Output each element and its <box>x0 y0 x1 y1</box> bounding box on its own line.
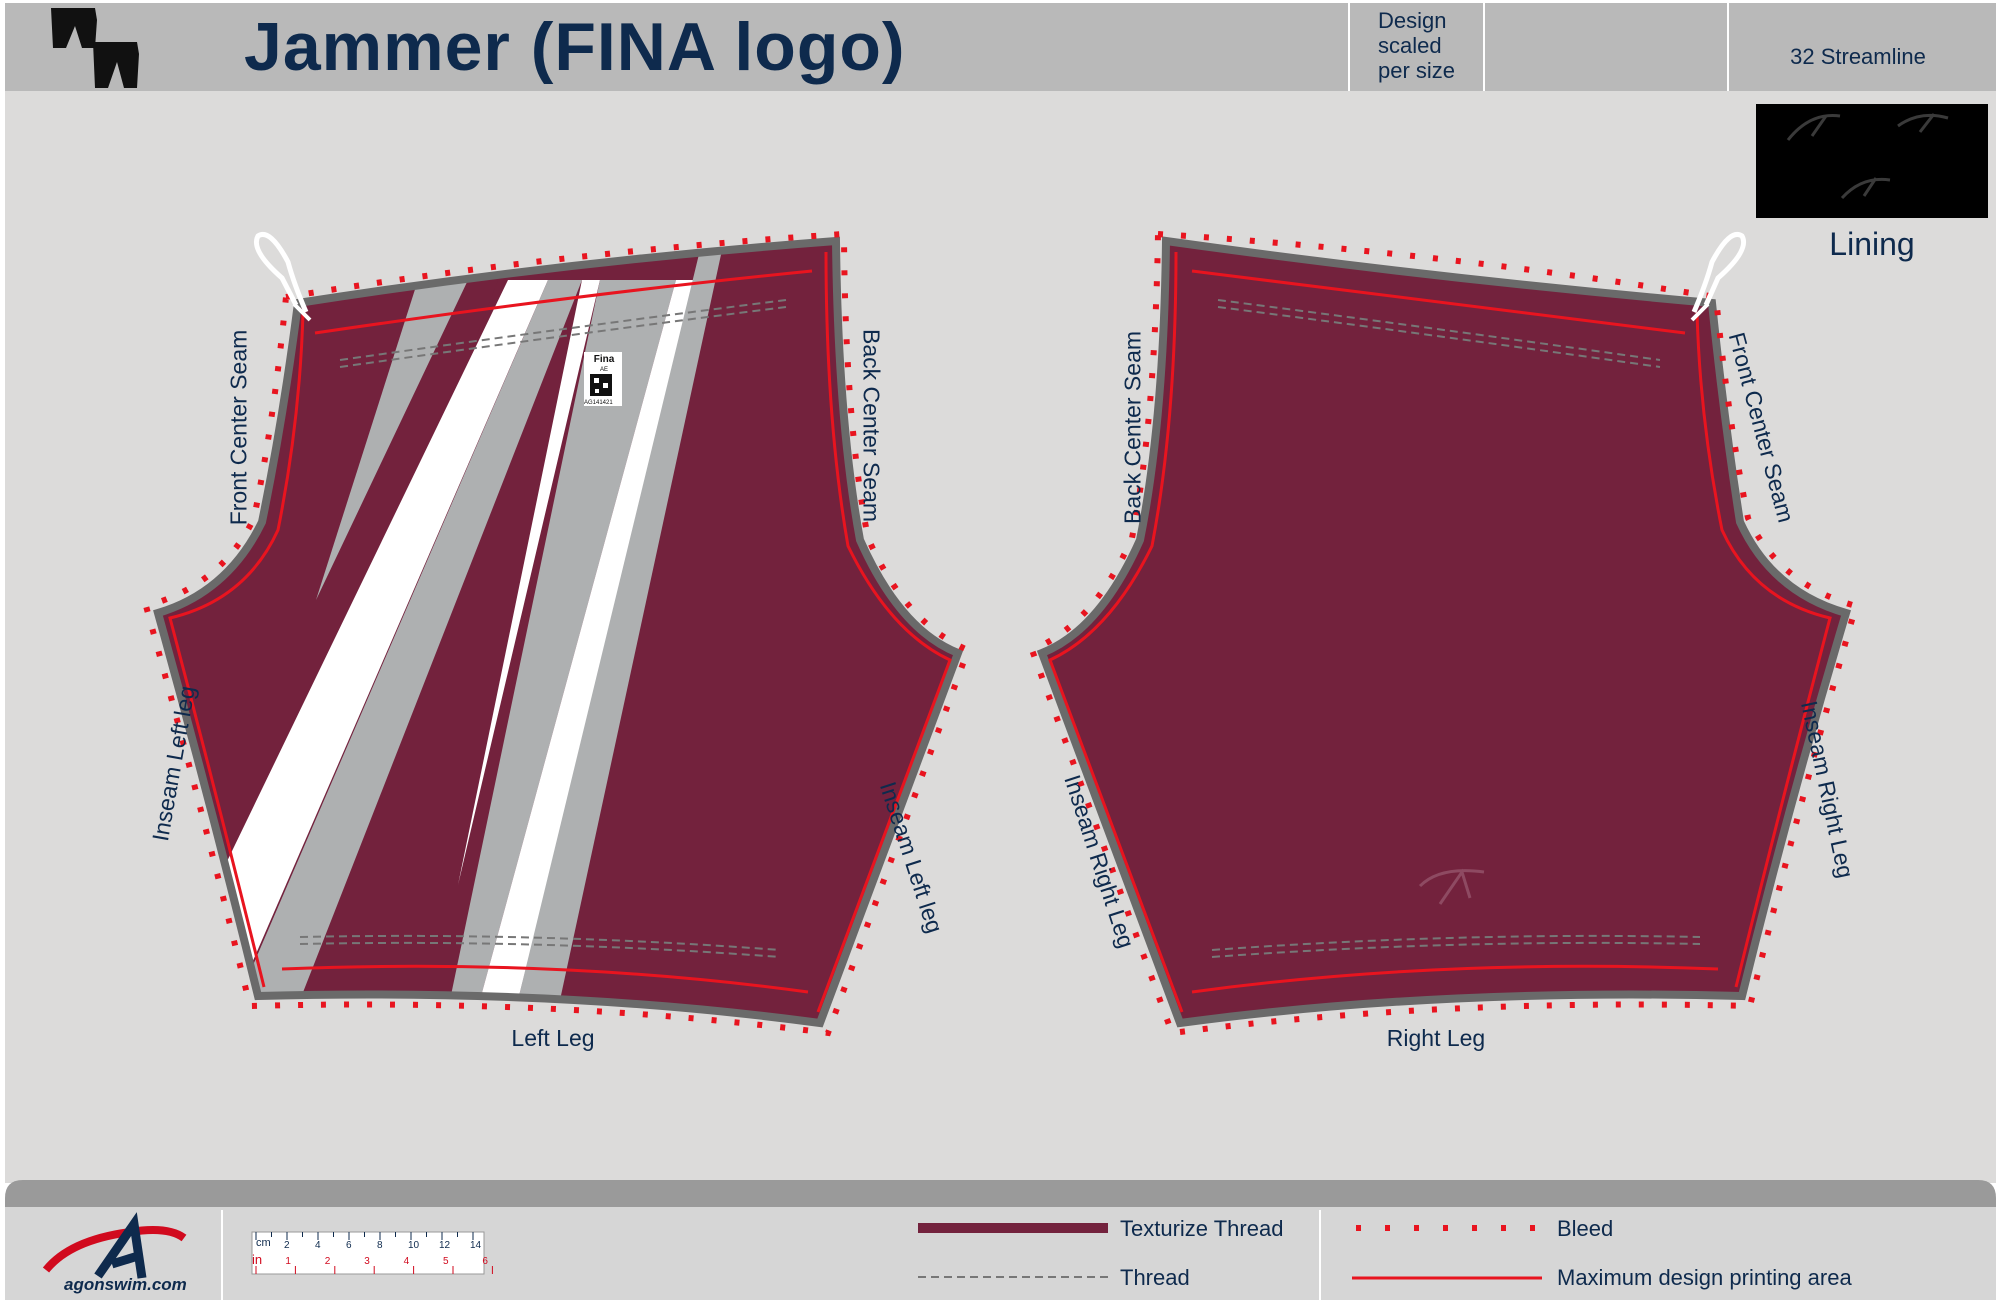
ruler-in-label: in <box>252 1252 263 1267</box>
ruler-cm-tick: 12 <box>439 1240 451 1251</box>
legend-bleed: Bleed <box>1557 1216 1614 1241</box>
legend-max-print-area: Maximum design printing area <box>1557 1265 1852 1290</box>
ruler-cm-label: cm <box>256 1237 271 1249</box>
left-back-center-seam-label: Back Center Seam <box>858 328 885 523</box>
left-front-center-seam-label: Front Center Seam <box>225 329 252 526</box>
legend-texturize-thread: Texturize Thread <box>1120 1216 1284 1241</box>
page-title: Jammer (FINA logo) <box>244 9 906 85</box>
ruler-in-tick: 6 <box>482 1256 488 1267</box>
ruler-in-tick: 3 <box>364 1256 370 1267</box>
ruler-cm-tick: 14 <box>470 1240 482 1251</box>
ruler-cm-tick: 10 <box>408 1240 420 1251</box>
lining-label: Lining <box>1829 226 1915 262</box>
fina-logo-name: Fina <box>593 354 615 365</box>
ruler-icon <box>251 1231 493 1275</box>
style-name: 32 Streamline <box>1790 44 1926 69</box>
agon-watermark <box>1418 868 1485 905</box>
ruler-in-tick: 4 <box>403 1256 410 1267</box>
right-leg-label: Right Leg <box>1386 1025 1486 1051</box>
fina-logo-code: AG141421 <box>584 400 613 406</box>
ruler-cm-tick: 8 <box>377 1240 383 1251</box>
brand-name: agonswim.com <box>64 1275 187 1294</box>
left-leg-panel <box>142 230 972 1037</box>
right-back-center-seam-label: Back Center Seam <box>1119 330 1146 525</box>
ruler-in-tick: 5 <box>443 1256 449 1267</box>
left-leg-label: Left Leg <box>511 1025 595 1051</box>
fina-logo-text: Fina AE <box>590 354 618 376</box>
agon-logo-icon <box>42 1212 187 1279</box>
lining-swatch <box>1756 104 1988 218</box>
design-scaled-note: Design scaled per size <box>1378 8 1456 83</box>
legend-thread: Thread <box>1120 1265 1190 1290</box>
ruler-cm-tick: 6 <box>346 1240 352 1251</box>
ruler-cm-tick: 2 <box>284 1240 290 1251</box>
right-leg-panel <box>1028 231 1860 1037</box>
fina-logo <box>584 352 622 406</box>
fina-logo-sub: AE <box>599 367 608 373</box>
ruler-in-tick: 1 <box>285 1256 291 1267</box>
right-panel-body <box>1042 241 1846 1023</box>
ruler-in-tick: 2 <box>324 1256 331 1267</box>
ruler-cm-tick: 4 <box>315 1240 321 1251</box>
jammer-shorts-icon <box>51 8 139 88</box>
